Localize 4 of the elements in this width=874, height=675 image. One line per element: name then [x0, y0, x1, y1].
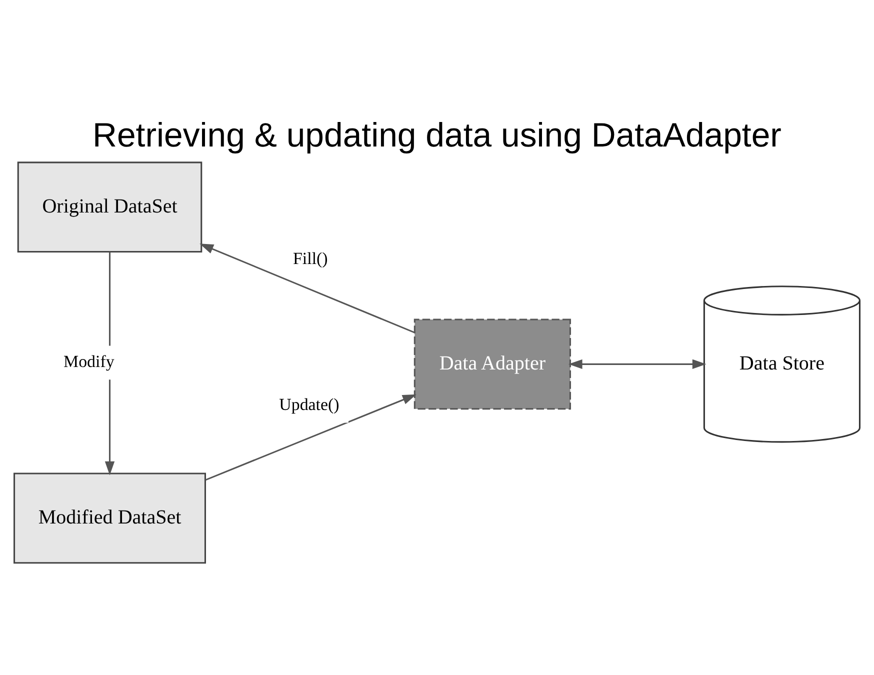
- edge-label: Update(): [279, 394, 340, 414]
- edge-label: Modify: [64, 351, 114, 370]
- edge-label: Fill(): [293, 248, 328, 268]
- diagram-title: Retrieving & updating data using DataAdapter: [92, 116, 782, 154]
